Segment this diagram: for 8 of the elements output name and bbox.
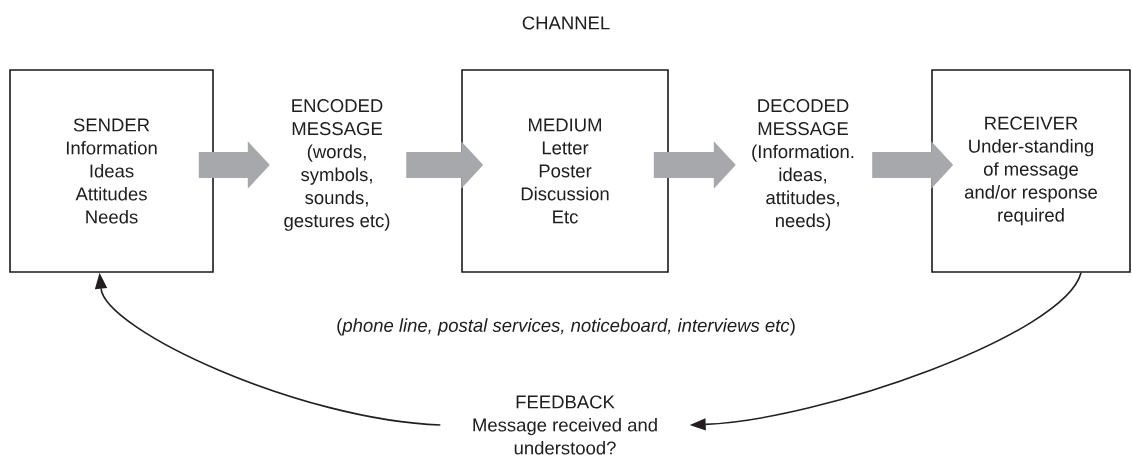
process-box: SENDER Information Ideas Attitudes Needs <box>9 69 214 273</box>
message-text: DECODED MESSAGE (Information. ideas, attitudes, needs) <box>752 99 854 231</box>
channel-heading: CHANNEL <box>522 16 610 30</box>
channel-note: (phone line, postal services, noticeboard, interviews etc) <box>337 318 795 336</box>
message-text: ENCODED MESSAGE (words, symbols, sounds, gestures etc) <box>284 99 390 231</box>
process-box: MEDIUM Letter Poster Discussion Etc <box>461 69 669 273</box>
process-box: RECEIVER Under-standing of message and/or response required <box>931 69 1131 273</box>
message-text: FEEDBACK Message received and understood? <box>473 395 657 455</box>
